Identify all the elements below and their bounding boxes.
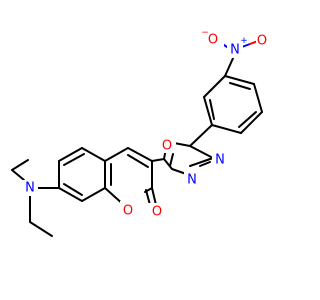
bond (229, 82, 251, 90)
bond (203, 75, 226, 98)
nitro-oxygen-top: O (208, 33, 218, 48)
amine-nitrogen: N (25, 181, 35, 196)
bond (29, 221, 53, 237)
bond (189, 157, 214, 167)
bond (241, 43, 251, 48)
bond (211, 124, 242, 134)
oxadiazole-nitrogen-1: N (215, 153, 225, 168)
nitro-oxygen-charge: − (201, 28, 209, 38)
bond (189, 145, 214, 159)
bond (209, 99, 215, 120)
bond (81, 147, 106, 162)
bond (11, 159, 29, 171)
label-mask (227, 42, 243, 58)
bond (240, 111, 263, 134)
label-mask (256, 34, 272, 50)
bond (81, 187, 106, 202)
bond (58, 147, 83, 162)
bond (151, 187, 157, 206)
ring-oxygen: O (123, 204, 133, 219)
bond (127, 147, 153, 162)
label-mask (212, 152, 228, 168)
atom-label-layer: O − N + O O N N N O O (22, 28, 272, 220)
bond (127, 154, 149, 168)
label-mask (160, 137, 176, 153)
oxadiazole-nitrogen-2: N (187, 173, 197, 188)
bond (63, 153, 85, 166)
oxadiazole-oxygen: O (162, 139, 172, 154)
carbonyl-oxygen: O (152, 205, 162, 220)
label-mask (120, 201, 136, 217)
bond (11, 169, 25, 181)
molecule-structure: O − N + O O N N N O O (11, 28, 272, 237)
bond (58, 187, 83, 202)
bond (151, 158, 165, 162)
bond (253, 83, 263, 113)
bond (163, 158, 173, 170)
bond (224, 75, 255, 85)
bond (104, 147, 129, 162)
bond (224, 55, 235, 77)
bond (169, 153, 174, 167)
bond (199, 161, 211, 167)
nitro-nitrogen-charge: + (240, 36, 248, 46)
bond-layer (11, 37, 263, 237)
label-mask (208, 32, 224, 48)
label-mask (148, 203, 164, 219)
bond (63, 183, 83, 196)
nitro-oxygen-right: O (257, 34, 267, 49)
bond (189, 124, 213, 147)
bond (145, 189, 151, 206)
label-mask (22, 180, 38, 196)
label-mask (184, 172, 200, 188)
bond (203, 96, 213, 126)
bond (238, 111, 257, 128)
bond (173, 142, 191, 147)
nitro-nitrogen: N (230, 43, 240, 58)
